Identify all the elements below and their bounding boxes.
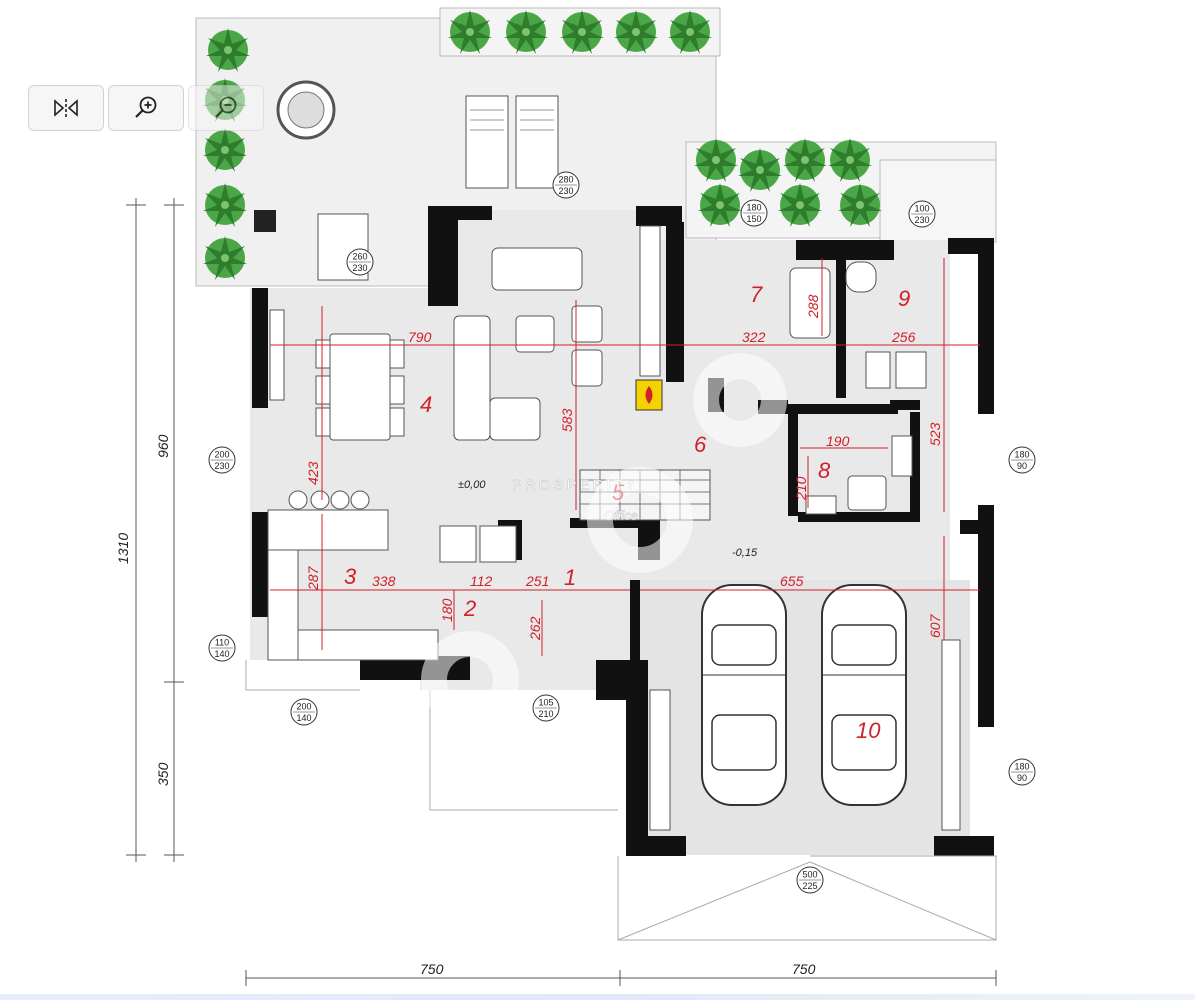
dim-790: 790 — [408, 329, 432, 345]
window-tag-width: 105 — [538, 698, 553, 708]
zoom-out-icon — [215, 96, 237, 118]
dim-583: 583 — [559, 408, 575, 432]
window-tag-height: 140 — [214, 649, 229, 659]
window-tag-height: 230 — [914, 215, 929, 225]
window-tag-width: 280 — [558, 175, 573, 185]
image-toolbar — [28, 85, 264, 131]
overall-dimension-lines — [126, 198, 997, 986]
window-tag-width: 100 — [914, 204, 929, 214]
dim-523: 523 — [927, 422, 943, 446]
window-tag-width: 180 — [1014, 450, 1029, 460]
zoom-out-button[interactable] — [188, 85, 264, 131]
room-6-label: 6 — [694, 432, 707, 457]
window-tag-height: 150 — [746, 214, 761, 224]
car-right — [821, 584, 907, 806]
dim-607: 607 — [927, 613, 943, 638]
sun-lounger — [515, 95, 559, 189]
room-2-label: 2 — [463, 596, 476, 621]
car-left — [701, 584, 787, 806]
window-tag-width: 500 — [802, 870, 817, 880]
dim-288: 288 — [805, 294, 821, 319]
window-tag-height: 230 — [352, 263, 367, 273]
room-7-label: 7 — [750, 282, 763, 307]
sun-lounger — [465, 95, 509, 189]
window-tag-width: 180 — [746, 203, 761, 213]
room-3-label: 3 — [344, 564, 357, 589]
window-tag-height: 90 — [1017, 461, 1027, 471]
garage-floor — [630, 580, 970, 855]
window-tag-height: 230 — [214, 461, 229, 471]
dim-180: 180 — [439, 598, 455, 622]
dim-112: 112 — [470, 573, 493, 589]
window-tag-height: 210 — [538, 709, 553, 719]
flip-button[interactable] — [28, 85, 104, 131]
level-garage: -0,15 — [732, 547, 758, 559]
zoom-in-icon — [135, 96, 157, 118]
room-10-label: 10 — [856, 718, 881, 743]
window-tag-height: 90 — [1017, 773, 1027, 783]
window-tag-height: 140 — [296, 713, 311, 723]
bottom-edge-bar — [0, 994, 1195, 1000]
zoom-in-button[interactable] — [108, 85, 184, 131]
room-9-label: 9 — [898, 286, 910, 311]
dim-bottom-left: 750 — [420, 961, 444, 977]
window-tag-width: 260 — [352, 252, 367, 262]
window-tags: 2802302602301801501002302002301809011014… — [208, 171, 1036, 894]
dim-overall-height: 1310 — [115, 533, 131, 564]
dim-287: 287 — [305, 565, 321, 591]
dim-423: 423 — [305, 461, 321, 485]
window-tag-width: 110 — [215, 638, 229, 648]
room-1-label: 1 — [564, 565, 576, 590]
dim-262: 262 — [527, 616, 543, 641]
dim-655: 655 — [780, 573, 804, 589]
walls — [252, 206, 994, 856]
dim-210: 210 — [793, 476, 809, 501]
dim-251: 251 — [525, 573, 549, 589]
window-tag-width: 200 — [296, 702, 311, 712]
dim-190: 190 — [826, 433, 850, 449]
window-tag-width: 180 — [1014, 762, 1029, 772]
dimension-lines — [270, 258, 980, 656]
flip-horizontal-icon — [54, 99, 78, 117]
dim-bottom-right: 750 — [792, 961, 816, 977]
window-tag-width: 200 — [214, 450, 229, 460]
dim-upper-height: 960 — [155, 434, 171, 458]
dim-lower-height: 350 — [155, 762, 171, 786]
level-main: ±0,00 — [458, 479, 486, 491]
dim-338: 338 — [372, 573, 396, 589]
room-8-label: 8 — [818, 458, 831, 483]
watermark-logo — [260, 353, 787, 859]
dim-322: 322 — [742, 329, 766, 345]
interior-floor — [250, 210, 950, 690]
window-tag-height: 225 — [802, 881, 817, 891]
room-4-label: 4 — [420, 392, 432, 417]
window-tag-height: 230 — [558, 186, 573, 196]
dim-256: 256 — [891, 329, 916, 345]
